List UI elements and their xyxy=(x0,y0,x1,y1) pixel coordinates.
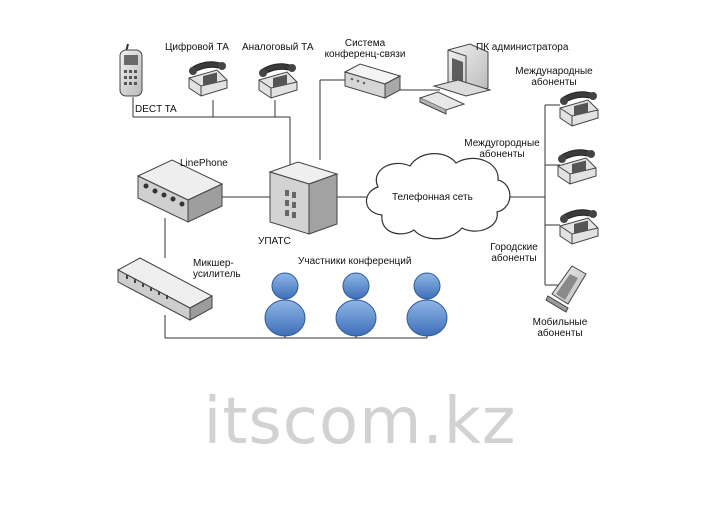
analog-phone-label: Аналоговый ТА xyxy=(242,42,314,53)
international-label: Международные абоненты xyxy=(508,66,600,88)
participant-icon xyxy=(264,272,306,337)
conference-system-icon xyxy=(343,63,402,99)
participant-icon xyxy=(335,272,377,337)
international-label-line2: абоненты xyxy=(531,77,577,88)
linephone-label: LinePhone xyxy=(180,158,228,169)
dect-phone-icon xyxy=(119,43,143,97)
linephone-icon xyxy=(136,159,224,223)
intercity-label-line1: Междугородные xyxy=(464,138,540,149)
city-label: Городские абоненты xyxy=(468,242,560,264)
watermark: itscom.kz xyxy=(203,385,517,459)
upats-label: УПАТС xyxy=(258,236,291,247)
mixer-amplifier-icon xyxy=(116,257,214,321)
connection-lines xyxy=(132,79,560,339)
city-label-line2: абоненты xyxy=(491,253,537,264)
conference-system-label: Система конференц-связи xyxy=(320,38,410,60)
city-phone-icon xyxy=(559,209,599,245)
digital-phone-label: Цифровой ТА xyxy=(165,42,229,53)
mobile-label: Мобильные абоненты xyxy=(514,317,606,339)
international-phone-icon xyxy=(559,91,599,127)
mixer-label: Микшер- усилитель xyxy=(193,258,241,280)
mobile-label-line2: абоненты xyxy=(537,328,583,339)
mixer-label-line2: усилитель xyxy=(193,269,241,280)
intercity-label-line2: абоненты xyxy=(479,149,525,160)
phone-network-label: Телефонная сеть xyxy=(392,192,473,203)
conference-system-label-line2: конференц-связи xyxy=(324,49,406,60)
admin-pc-label: ПК администратора xyxy=(476,42,569,53)
admin-pc-icon xyxy=(418,43,492,115)
phone-network-cloud xyxy=(365,153,511,240)
mobile-phone-icon xyxy=(545,265,587,313)
mobile-label-line1: Мобильные xyxy=(532,317,588,328)
digital-phone-icon xyxy=(188,61,228,97)
participant-icon xyxy=(406,272,448,337)
participants-label: Участники конференций xyxy=(298,256,412,267)
analog-phone-icon xyxy=(258,63,298,99)
mixer-label-line1: Микшер- xyxy=(193,258,234,269)
international-label-line1: Международные xyxy=(515,66,593,77)
upats-cabinet-icon xyxy=(268,161,339,235)
city-label-line1: Городские xyxy=(490,242,538,253)
intercity-phone-icon xyxy=(557,149,597,185)
conference-system-label-line1: Система xyxy=(344,38,386,49)
dect-label: DECT TA xyxy=(135,104,177,115)
intercity-label: Междугородные абоненты xyxy=(456,138,548,160)
